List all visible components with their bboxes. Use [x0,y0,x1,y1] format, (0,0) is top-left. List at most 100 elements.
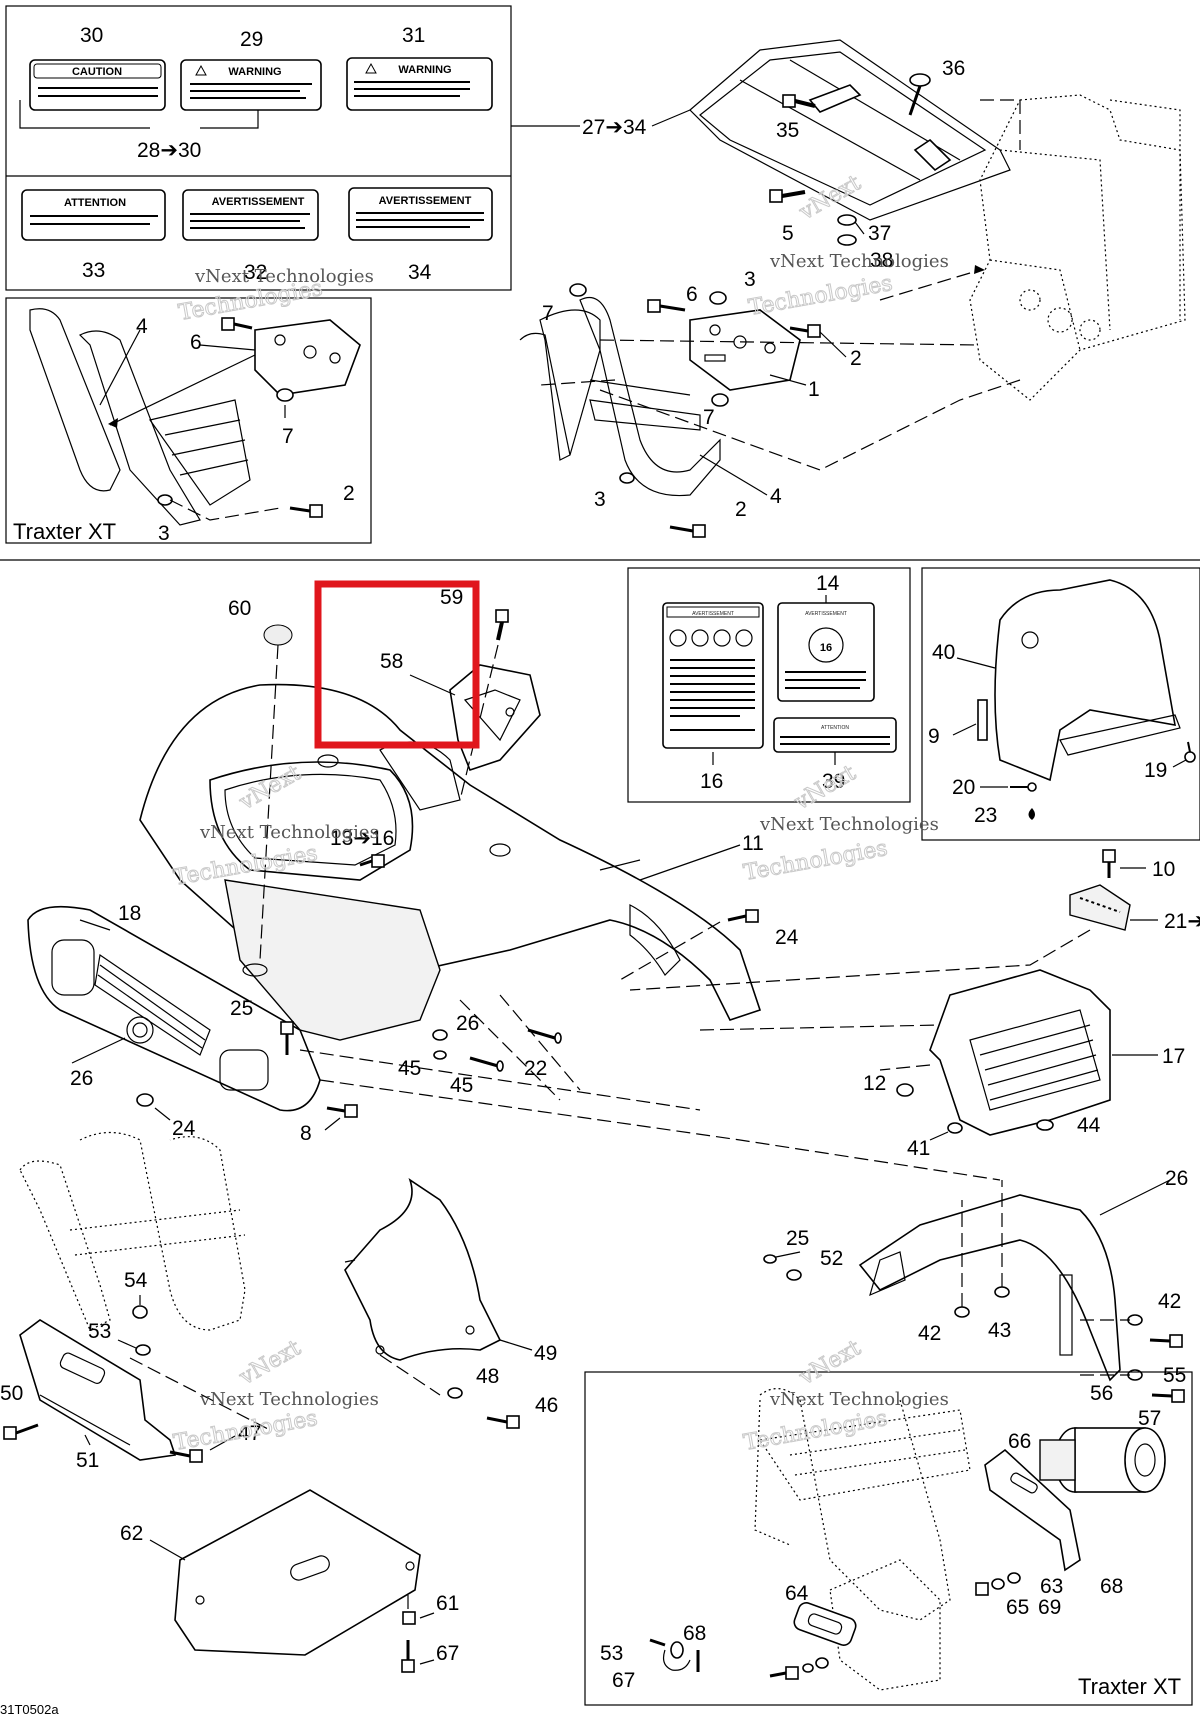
callout-1: 1 [808,378,820,401]
callout-30: 30 [80,24,103,47]
fairlead-63 [793,1602,857,1646]
chassis-frame [969,94,1186,401]
winch-62 [1039,1427,1166,1493]
callout-24a: 25 [230,997,253,1020]
callout-38: 38 [870,249,893,272]
screw-59 [495,609,509,641]
washer-46a [954,1306,970,1318]
callout-41: 26 [1165,1167,1188,1190]
screw-5 [769,189,806,203]
washer-12 [1036,1119,1054,1131]
washer-25a [432,1029,448,1041]
decal-avertissement-title-34: AVERTISSEMENT [379,195,472,207]
callout-60: 60 [228,597,251,620]
callout-27-34: 27➔34 [582,116,647,139]
callout-63: 64 [785,1582,809,1605]
screw-42a [1149,1334,1183,1348]
decal-30: CAUTION [29,59,166,111]
nut-3c [619,472,635,484]
footrest-10 [1069,884,1131,931]
decal-warning-title-31: WARNING [398,64,451,76]
nut-7b [569,283,587,297]
screw-36 [908,73,931,116]
callout-18: 24 [775,926,799,949]
watermark-5-line: vNext Technologies [199,1389,379,1410]
callout-25b: 52 [820,1247,843,1270]
callout-2b: 2 [850,347,862,370]
callout-19: 20 [952,776,975,799]
callout-17: 12 [863,1072,886,1095]
callout-3c: 3 [594,488,606,511]
watermark-5-tech: Technologies [172,1406,320,1456]
watermark-6-tech: Technologies [742,1406,890,1456]
callout-10: 21➔22 [1164,910,1200,933]
mud-guard-47 [344,1178,502,1361]
callout-7b: 7 [542,302,554,325]
callout-6a: 6 [190,331,202,354]
decal-33: ATTENTION [21,189,166,241]
callout-44: 41 [907,1137,930,1160]
callout-51: 47 [238,1422,261,1445]
callout-12: 44 [1077,1114,1101,1137]
washer-49 [447,1387,463,1399]
callout-56: 61 [436,1592,459,1615]
callout-64: 67 [612,1669,635,1692]
watermark-4-tech: Technologies [742,836,890,886]
screw-23 [359,854,385,868]
watermark-4-line: vNext Technologies [759,814,939,835]
watermark-5-vnext: vNext [235,1335,306,1390]
decal-14-title: AVERTISSEMENT [692,611,734,617]
screw-48 [486,1415,520,1429]
watermark-2-line: vNext Technologies [769,251,949,272]
pin-45a [469,1056,504,1072]
callout-40: 9 [928,725,940,748]
callout-20: 23 [974,804,997,827]
traxter-label-bottom: Traxter XT [1078,1674,1181,1699]
callout-2a: 2 [343,482,355,505]
decal-34: AVERTISSEMENT [348,187,493,241]
callout-61: 68 [1100,1575,1123,1598]
rear-fender-41 [858,1194,1121,1382]
screw-24b [326,1104,358,1118]
callout-3a: 3 [158,522,170,545]
screw-66-68-67 [975,1572,1021,1596]
watermark-6-line: vNext Technologies [769,1389,949,1410]
callout-36: 36 [942,57,965,80]
front-grille [27,905,321,1112]
decal-avertissement-title-32: AVERTISSEMENT [212,196,305,208]
callout-33: 33 [82,259,105,282]
decal-16-title: ATTENTION [821,725,849,731]
callout-52: 54 [124,1269,148,1292]
decal-15-title: AVERTISSEMENT [805,611,847,617]
callout-8: 17 [1162,1045,1185,1068]
callout-59: 59 [440,586,463,609]
callout-58: 58 [380,650,403,673]
screw-42b [1151,1389,1185,1403]
callout-3b: 3 [744,268,756,291]
decal-attention-title: ATTENTION [64,197,126,209]
decal-box-middle: AVERTISSEMENT AVERTISSEMENT 16 ATTENTION [627,567,911,803]
front-bumper-right [519,296,721,497]
screw-53a [3,1423,39,1440]
bolt-51 [169,1449,203,1463]
pin-45b [527,1028,562,1044]
rear-rack [689,39,1011,221]
callout-16: 39 [822,770,845,793]
callout-45a: 45 [450,1074,473,1097]
callout-2c: 2 [735,498,747,521]
nut-52 [132,1305,148,1319]
callout-62: 66 [1008,1430,1031,1453]
decal-31: WARNING [346,57,493,111]
callout-46a: 42 [918,1322,941,1345]
callout-21-22: 18 [118,902,141,925]
callout-67a: 63 [1040,1575,1063,1598]
callout-45b: 22 [524,1057,547,1080]
pin-69 [649,1638,666,1647]
callout-25a: 26 [456,1012,479,1035]
callout-6b: 6 [686,283,698,306]
washers-37-38 [837,214,857,246]
decal-box-top: CAUTION WARNING WARNING ATTENTION [5,5,580,291]
washer-26c [763,1254,777,1264]
callout-22: 26 [70,1067,93,1090]
